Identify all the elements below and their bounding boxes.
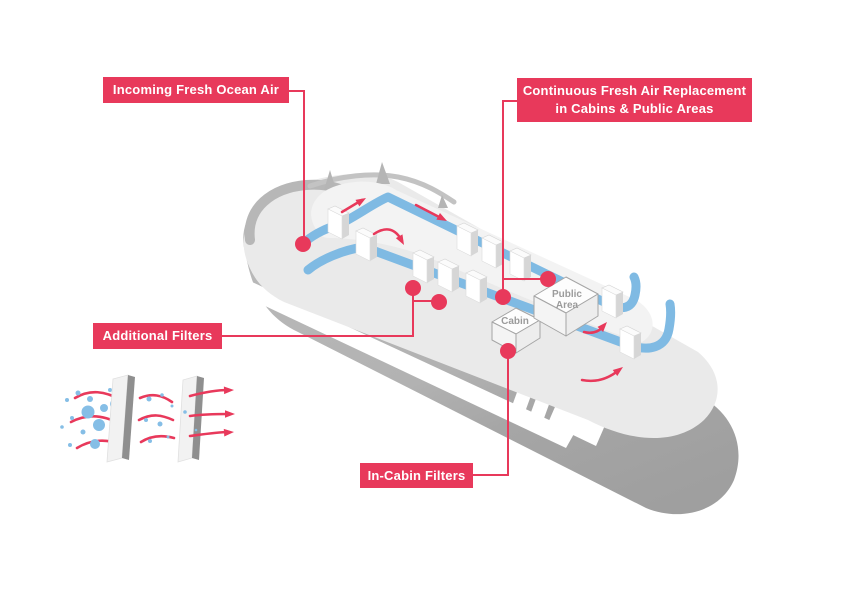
callout-label: Incoming Fresh Ocean Air [112, 82, 280, 97]
leader-incabin [473, 351, 509, 476]
hull-window [548, 400, 606, 446]
callout-connector-dot [500, 343, 516, 359]
air-filter-icon [60, 374, 235, 463]
air-particles-icon [144, 393, 174, 443]
leader-incoming [289, 90, 305, 244]
hull-white-band [244, 282, 575, 448]
public-area-label-line1: Public [552, 289, 582, 300]
duct-filter-box [327, 205, 350, 240]
callout-in-cabin-filters: In-Cabin Filters [360, 463, 473, 488]
far-bulwark-edge [307, 172, 457, 205]
mast-spike [376, 162, 390, 184]
callout-additional-filters: Additional Filters [93, 323, 222, 349]
airflow-arrowheads [355, 198, 623, 377]
air-filter-panel-icon [177, 375, 204, 463]
cruise-ship-illustration: Cabin Public Area [243, 162, 739, 515]
duct-filter-box [481, 234, 504, 269]
duct-filter-box [601, 284, 624, 319]
duct-filter-box [619, 325, 642, 360]
callout-connector-dot [495, 289, 511, 305]
callout-connector-dot [405, 280, 421, 296]
filter-flow-lines-mid [137, 393, 176, 444]
callout-label: Additional Filters [102, 328, 213, 343]
filter-out-arrowheads [223, 386, 235, 437]
public-area-box [533, 276, 599, 337]
callout-connector-dot [540, 271, 556, 287]
callout-label-line1: Continuous Fresh Air Replacement [522, 83, 747, 98]
callout-label: In-Cabin Filters [367, 467, 466, 483]
mast-spike [324, 170, 336, 190]
duct-filter-boxes [327, 205, 642, 360]
public-area-label-line2: Area [556, 300, 579, 311]
cabin-label: Cabin [501, 316, 529, 327]
callout-incoming-fresh-ocean-air: Incoming Fresh Ocean Air [103, 77, 289, 103]
callout-continuous-fresh-air-replacement: Continuous Fresh Air Replacement in Cabi… [517, 78, 752, 122]
air-particles-icon [183, 410, 198, 432]
callout-connector-dots [295, 236, 556, 359]
callout-leader-lines [222, 90, 548, 476]
mast-icon [324, 162, 448, 208]
duct-filter-box [509, 247, 532, 282]
callout-label-line2: in Cabins & Public Areas [555, 101, 714, 116]
duct-filter-box [437, 258, 460, 293]
duct-filter-box [465, 269, 488, 304]
cabin-box-right [515, 319, 541, 354]
duct-filter-box [412, 249, 435, 284]
callout-connector-dot [431, 294, 447, 310]
lower-duct [303, 242, 676, 353]
callout-connector-dot [295, 236, 311, 252]
mast-spike [438, 195, 448, 208]
public-area-box-right [565, 293, 599, 337]
duct-filter-box [456, 222, 479, 257]
duct-filter-box [355, 227, 378, 262]
air-filter-panel-icon [106, 374, 135, 463]
